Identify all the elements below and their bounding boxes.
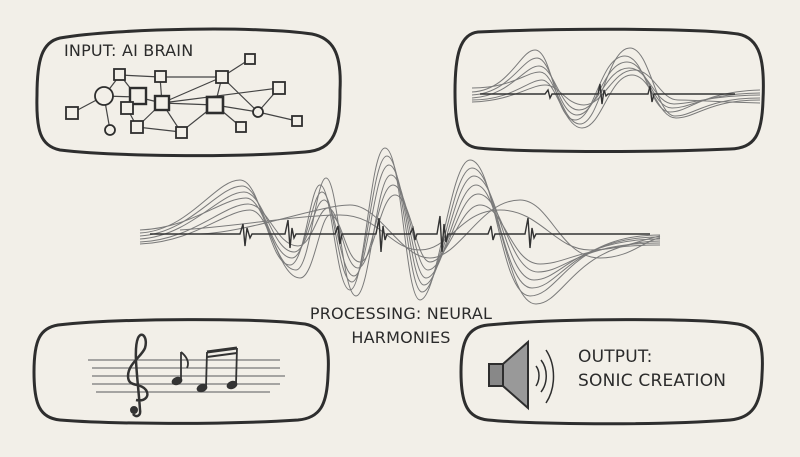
waveform-baseline [480,83,735,105]
neural-network-icon [65,53,303,139]
output-label: OUTPUT: SONIC CREATION [578,345,726,393]
music-notes-icon [88,333,285,418]
output-label-line1: OUTPUT: [578,347,653,367]
music-panel-border [32,318,330,425]
output-label-line2: SONIC CREATION [578,371,727,391]
processing-label: PROCESSING: NEURAL HARMONIES [286,302,516,350]
neural-waveform-baseline [150,215,650,253]
speaker-icon [488,339,555,411]
input-panel-border [35,27,342,158]
processing-label-line1: PROCESSING: NEURAL [309,304,493,323]
waveform-panel-border [453,27,765,154]
input-label: INPUT: AI BRAIN [64,41,194,60]
processing-label-line2: HARMONIES [351,328,451,347]
output-panel-border [459,318,764,426]
waveform-icon [471,47,761,129]
neural-waveform-icon [139,147,661,305]
